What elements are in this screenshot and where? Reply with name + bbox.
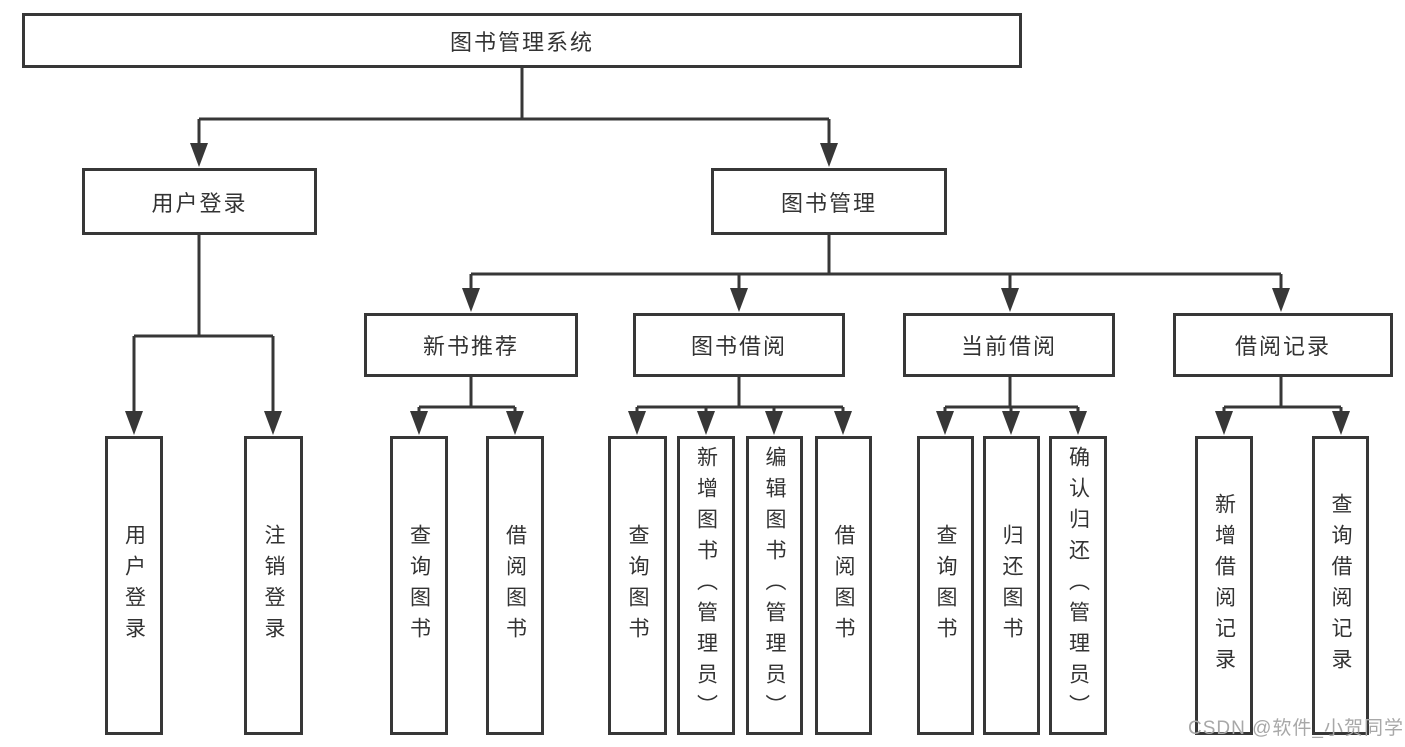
node-user-login: 用户登录 [82, 168, 317, 235]
arrowhead-icon [125, 411, 143, 435]
node-root: 图书管理系统 [22, 13, 1022, 68]
arrowhead-icon [1332, 411, 1350, 435]
arrowhead-icon [628, 411, 646, 435]
arrowhead-icon [834, 411, 852, 435]
arrowhead-icon [506, 411, 524, 435]
leaf-query-books-recommend: 查询图书 [390, 436, 448, 735]
connector-root-to-level2 [190, 68, 838, 167]
node-book-borrow: 图书借阅 [633, 313, 845, 377]
arrowhead-icon [1215, 411, 1233, 435]
connector-book-management-to-level3 [462, 235, 1290, 312]
connector-borrow-records-to-leaves [1215, 377, 1350, 435]
leaf-borrow-books: 借阅图书 [815, 436, 872, 735]
node-borrow-records: 借阅记录 [1173, 313, 1393, 377]
leaf-borrow-books-recommend: 借阅图书 [486, 436, 544, 735]
arrowhead-icon [730, 288, 748, 312]
arrowhead-icon [462, 288, 480, 312]
leaf-query-borrow-record: 查询借阅记录 [1312, 436, 1369, 735]
leaf-return-books: 归还图书 [983, 436, 1040, 735]
arrowhead-icon [410, 411, 428, 435]
arrowhead-icon [190, 143, 208, 167]
leaf-user-login: 用户登录 [105, 436, 163, 735]
connector-book-borrow-to-leaves [628, 377, 852, 435]
watermark: CSDN @软件_小贺同学 [1188, 718, 1404, 739]
leaf-edit-books-admin: 编辑图书（管理员） [746, 436, 803, 735]
leaf-query-books-borrow: 查询图书 [608, 436, 667, 735]
leaf-logout: 注销登录 [244, 436, 303, 735]
arrowhead-icon [936, 411, 954, 435]
node-book-management: 图书管理 [711, 168, 947, 235]
leaf-add-borrow-record: 新增借阅记录 [1195, 436, 1253, 735]
arrowhead-icon [1002, 411, 1020, 435]
node-new-book-recommend: 新书推荐 [364, 313, 578, 377]
arrowhead-icon [765, 411, 783, 435]
leaf-query-books-current: 查询图书 [917, 436, 974, 735]
connector-user-login-to-leaves [125, 235, 282, 435]
connector-new-book-to-leaves [410, 377, 524, 435]
node-current-borrow: 当前借阅 [903, 313, 1115, 377]
leaf-add-books-admin: 新增图书（管理员） [677, 436, 735, 735]
arrowhead-icon [1069, 411, 1087, 435]
arrowhead-icon [1001, 288, 1019, 312]
leaf-confirm-return-admin: 确认归还（管理员） [1049, 436, 1107, 735]
arrowhead-icon [697, 411, 715, 435]
connector-current-borrow-to-leaves [936, 377, 1087, 435]
arrowhead-icon [820, 143, 838, 167]
arrowhead-icon [264, 411, 282, 435]
arrowhead-icon [1272, 288, 1290, 312]
